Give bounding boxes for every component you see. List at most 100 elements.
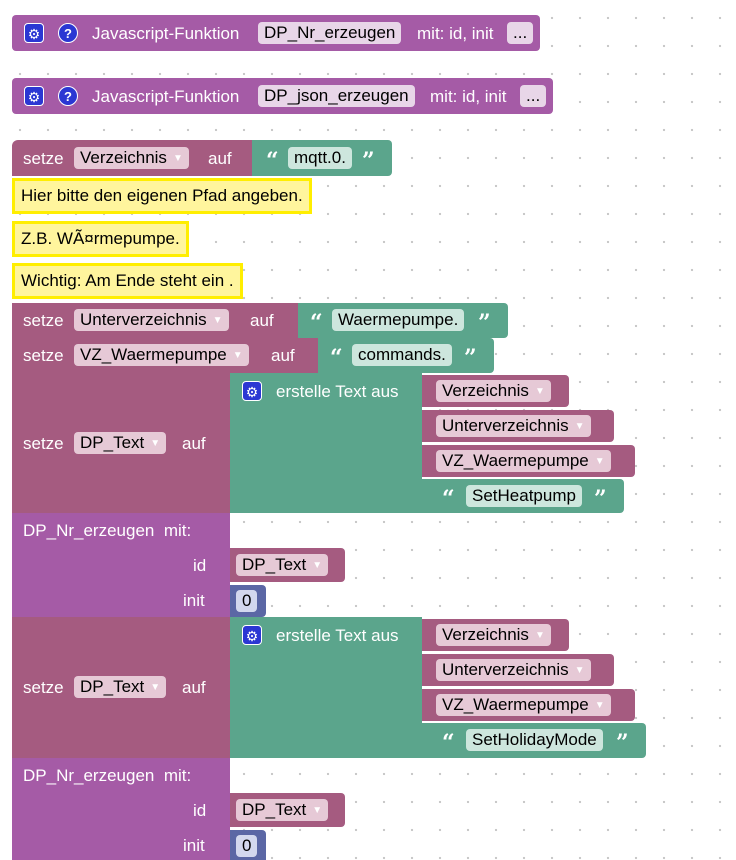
quote-open-icon: “	[442, 730, 455, 756]
text-value-field[interactable]: commands.	[352, 344, 452, 366]
number-value-field[interactable]: 0	[236, 590, 258, 612]
auf-label: auf	[250, 311, 274, 330]
param-label-id: id	[193, 556, 207, 575]
variable-dropdown[interactable]: VZ_Waermepumpe▼	[74, 344, 249, 366]
variable-dropdown[interactable]: Unterverzeichnis▼	[436, 415, 591, 437]
variable-name: VZ_Waermepumpe	[442, 695, 589, 714]
gear-icon[interactable]: ⚙	[24, 86, 44, 106]
variable-get-block[interactable]: Unterverzeichnis▼	[422, 410, 614, 442]
text-join-block[interactable]: ⚙ erstelle Text aus	[230, 373, 422, 513]
function-call-block[interactable]: DP_Nr_erzeugen mit: id init	[12, 513, 230, 617]
text-value-field[interactable]: SetHeatpump	[466, 485, 582, 507]
function-definition-block[interactable]: ⚙ ? Javascript-Funktion DP_Nr_erzeugen m…	[12, 15, 540, 51]
auf-label: auf	[182, 434, 206, 453]
comment-note[interactable]: Hier bitte den eigenen Pfad angeben.	[12, 178, 312, 214]
text-block[interactable]: “ mqtt.0. ”	[252, 140, 392, 176]
text-block[interactable]: “ SetHeatpump ”	[422, 479, 624, 513]
number-block[interactable]: 0	[230, 830, 266, 860]
help-icon[interactable]: ?	[58, 23, 78, 43]
quote-open-icon: “	[310, 310, 323, 336]
number-value-field[interactable]: 0	[236, 835, 258, 857]
set-keyword: setze	[23, 434, 64, 453]
variable-name: DP_Text	[242, 555, 307, 574]
variable-dropdown[interactable]: Verzeichnis▼	[74, 147, 189, 169]
auf-label: auf	[208, 149, 232, 168]
variable-name: VZ_Waermepumpe	[80, 345, 227, 364]
variable-dropdown[interactable]: VZ_Waermepumpe ▼	[436, 694, 611, 716]
variable-dropdown[interactable]: DP_Text ▼	[74, 676, 167, 698]
param-label-init: init	[183, 591, 205, 610]
variable-name: Unterverzeichnis	[80, 310, 207, 329]
dropdown-arrow-icon: ▼	[150, 682, 161, 693]
dropdown-arrow-icon: ▼	[594, 700, 605, 711]
function-params: mit: id, init	[430, 87, 507, 106]
function-params-more[interactable]: ...	[507, 22, 534, 44]
variable-name: DP_Text	[80, 677, 145, 696]
variable-get-block[interactable]: Verzeichnis▼	[422, 375, 569, 407]
function-keyword: Javascript-Funktion	[92, 87, 240, 106]
dropdown-arrow-icon: ▼	[534, 630, 545, 641]
set-keyword: setze	[23, 311, 64, 330]
text-value-field[interactable]: mqtt.0.	[288, 147, 352, 169]
variable-dropdown[interactable]: Verzeichnis ▼	[436, 624, 551, 646]
set-variable-block[interactable]: setze Unterverzeichnis▼ auf	[12, 303, 298, 338]
variable-dropdown[interactable]: Verzeichnis▼	[436, 380, 551, 402]
variable-dropdown[interactable]: DP_Text▼	[74, 432, 167, 454]
text-block[interactable]: “ Waermepumpe. ”	[298, 303, 508, 338]
set-variable-block[interactable]: setze DP_Text▼ auf	[12, 373, 230, 513]
variable-dropdown[interactable]: Unterverzeichnis▼	[74, 309, 229, 331]
quote-open-icon: “	[442, 486, 455, 512]
number-block[interactable]: 0	[230, 585, 266, 617]
quote-close-icon: ”	[594, 486, 607, 512]
variable-get-block[interactable]: Verzeichnis ▼	[422, 619, 569, 651]
text-value-field[interactable]: SetHolidayMode	[466, 729, 603, 751]
text-block[interactable]: “ SetHolidayMode ”	[422, 723, 646, 758]
dropdown-arrow-icon: ▼	[574, 421, 585, 432]
variable-name: Verzeichnis	[80, 148, 167, 167]
variable-get-block[interactable]: Unterverzeichnis▼	[422, 654, 614, 686]
text-join-block[interactable]: ⚙ erstelle Text aus	[230, 617, 422, 758]
set-keyword: setze	[23, 149, 64, 168]
function-definition-block[interactable]: ⚙ ? Javascript-Funktion DP_json_erzeugen…	[12, 78, 553, 114]
quote-close-icon: ”	[362, 148, 375, 174]
dropdown-arrow-icon: ▼	[312, 560, 323, 571]
quote-close-icon: ”	[478, 310, 491, 336]
variable-dropdown[interactable]: Unterverzeichnis▼	[436, 659, 591, 681]
variable-dropdown[interactable]: DP_Text ▼	[236, 554, 329, 576]
variable-name: DP_Text	[242, 800, 307, 819]
function-call-block[interactable]: DP_Nr_erzeugen mit: id init	[12, 758, 230, 860]
gear-icon[interactable]: ⚙	[242, 381, 262, 401]
function-call-name: DP_Nr_erzeugen mit:	[23, 766, 192, 785]
set-variable-block[interactable]: setze DP_Text▼ auf	[12, 617, 230, 758]
text-block[interactable]: “ commands. ”	[318, 338, 494, 373]
dropdown-arrow-icon: ▼	[534, 386, 545, 397]
function-keyword: Javascript-Funktion	[92, 24, 240, 43]
variable-name: Verzeichnis	[442, 625, 529, 644]
text-value-field[interactable]: Waermepumpe.	[332, 309, 465, 331]
set-variable-block[interactable]: setze VZ_Waermepumpe▼ auf	[12, 338, 318, 373]
function-name-field[interactable]: DP_json_erzeugen	[258, 85, 415, 107]
function-params: mit: id, init	[417, 24, 494, 43]
comment-note[interactable]: Wichtig: Am Ende steht ein .	[12, 263, 243, 299]
quote-close-icon: ”	[616, 730, 629, 756]
variable-dropdown[interactable]: VZ_Waermepumpe▼	[436, 450, 611, 472]
param-label-id: id	[193, 801, 207, 820]
variable-name: VZ_Waermepumpe	[442, 451, 589, 470]
function-params-more[interactable]: ...	[520, 85, 547, 107]
variable-dropdown[interactable]: DP_Text ▼	[236, 799, 329, 821]
quote-close-icon: ”	[464, 345, 477, 371]
variable-get-block[interactable]: DP_Text ▼	[230, 548, 345, 582]
set-variable-block[interactable]: setze Verzeichnis▼ auf	[12, 140, 252, 176]
variable-get-block[interactable]: VZ_Waermepumpe▼	[422, 445, 635, 477]
variable-get-block[interactable]: VZ_Waermepumpe ▼	[422, 689, 635, 721]
function-name-field[interactable]: DP_Nr_erzeugen	[258, 22, 402, 44]
dropdown-arrow-icon: ▼	[312, 805, 323, 816]
gear-icon[interactable]: ⚙	[24, 23, 44, 43]
help-icon[interactable]: ?	[58, 86, 78, 106]
gear-icon[interactable]: ⚙	[242, 625, 262, 645]
comment-note[interactable]: Z.B. WÃ¤rmepumpe.	[12, 221, 189, 257]
join-label: erstelle Text aus	[276, 626, 399, 645]
set-keyword: setze	[23, 678, 64, 697]
variable-get-block[interactable]: DP_Text ▼	[230, 793, 345, 827]
dropdown-arrow-icon: ▼	[574, 665, 585, 676]
